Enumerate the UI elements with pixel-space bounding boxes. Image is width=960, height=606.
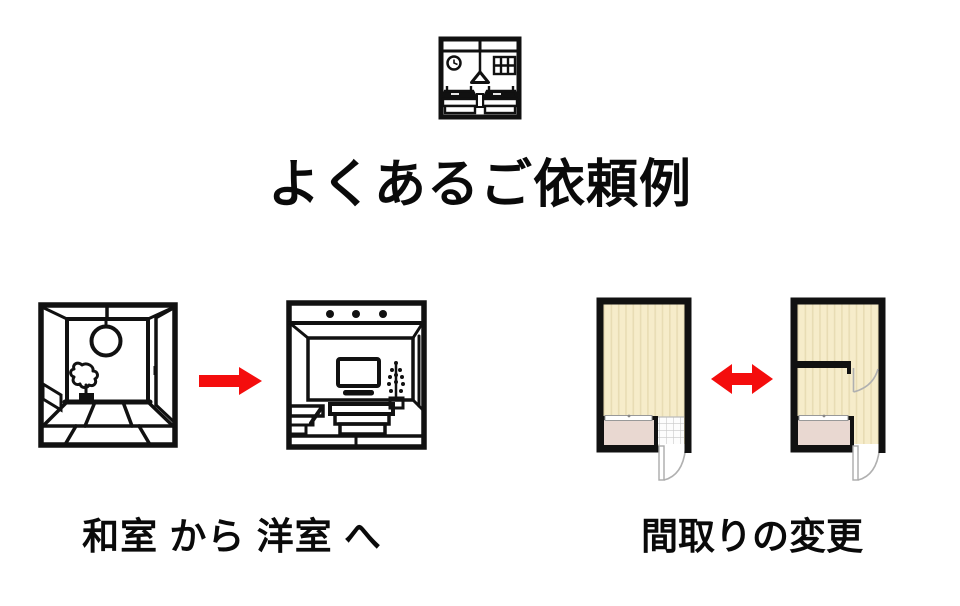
- page-title: よくあるご依頼例: [267, 156, 692, 214]
- western-room-illustration: [286, 300, 427, 450]
- caption-japanese-to-western: 和室 から 洋室 へ: [82, 516, 382, 557]
- bedroom-icon: [437, 35, 523, 121]
- floor-plan-one-room: [596, 297, 692, 487]
- red-right-arrow-icon: [199, 362, 263, 400]
- floor-plan-two-rooms: [790, 297, 886, 487]
- red-double-arrow-icon: [710, 360, 774, 398]
- japanese-room-illustration: [38, 302, 178, 448]
- caption-floor-plan-change: 間取りの変更: [641, 516, 863, 557]
